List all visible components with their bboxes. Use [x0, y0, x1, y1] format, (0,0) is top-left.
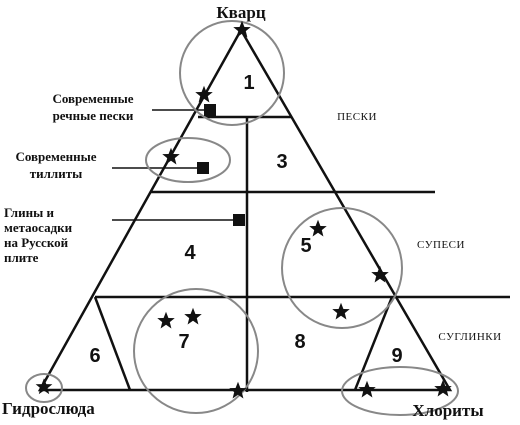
vertex-label-top: Кварц — [216, 3, 265, 22]
zone-number-7: 7 — [178, 331, 189, 353]
label-clays-line4: плите — [4, 250, 39, 265]
zone-number-8: 8 — [294, 331, 305, 353]
star-river-sands — [195, 85, 213, 103]
circle-bottom-right — [341, 366, 459, 416]
star-chlorite-a — [358, 380, 376, 398]
zone-number-3: 3 — [276, 151, 287, 173]
inner-line-left — [93, 296, 132, 391]
label-river-sands-line2: речные пески — [53, 108, 134, 123]
circle-zone-1 — [179, 20, 285, 126]
circle-zone-5 — [281, 207, 403, 329]
class-label-sands: ПЕСКИ — [337, 111, 377, 123]
star-zone-7-b — [184, 307, 202, 325]
star-hydromica — [35, 378, 53, 395]
zone-number-5: 5 — [300, 235, 311, 257]
zone-number-1: 1 — [243, 72, 254, 94]
star-chlorite-b — [434, 379, 452, 397]
inner-line-right-a — [353, 296, 394, 391]
star-zone-7-a — [157, 311, 175, 329]
square-tillites — [197, 162, 209, 174]
class-label-sandy-loams: СУПЕСИ — [417, 239, 465, 251]
vertex-label-bottom-right: Хлориты — [412, 401, 483, 420]
label-clays-line2: метаосадки — [4, 220, 73, 235]
vertex-label-bottom-left: Гидрослюда — [2, 399, 95, 418]
square-clays — [233, 214, 245, 226]
circle-tillites — [145, 137, 231, 183]
circle-bottom-left — [25, 373, 63, 403]
zone-number-4: 4 — [184, 242, 196, 264]
circle-zone-7 — [133, 288, 259, 414]
zone-number-9: 9 — [391, 345, 402, 367]
label-river-sands-line1: Современные — [52, 91, 133, 106]
label-tillites-line1: Современные — [15, 149, 96, 164]
star-tillites — [162, 147, 180, 165]
square-river-sands — [204, 104, 216, 116]
zone-number-6: 6 — [89, 345, 100, 367]
star-zone-5-a — [309, 219, 327, 237]
label-clays-line3: на Русской — [4, 235, 69, 250]
label-tillites-line2: тиллиты — [30, 166, 83, 181]
star-zone-5-c — [332, 302, 350, 320]
label-clays-line1: Глины и — [4, 205, 54, 220]
class-label-loams: СУГЛИНКИ — [438, 331, 501, 343]
